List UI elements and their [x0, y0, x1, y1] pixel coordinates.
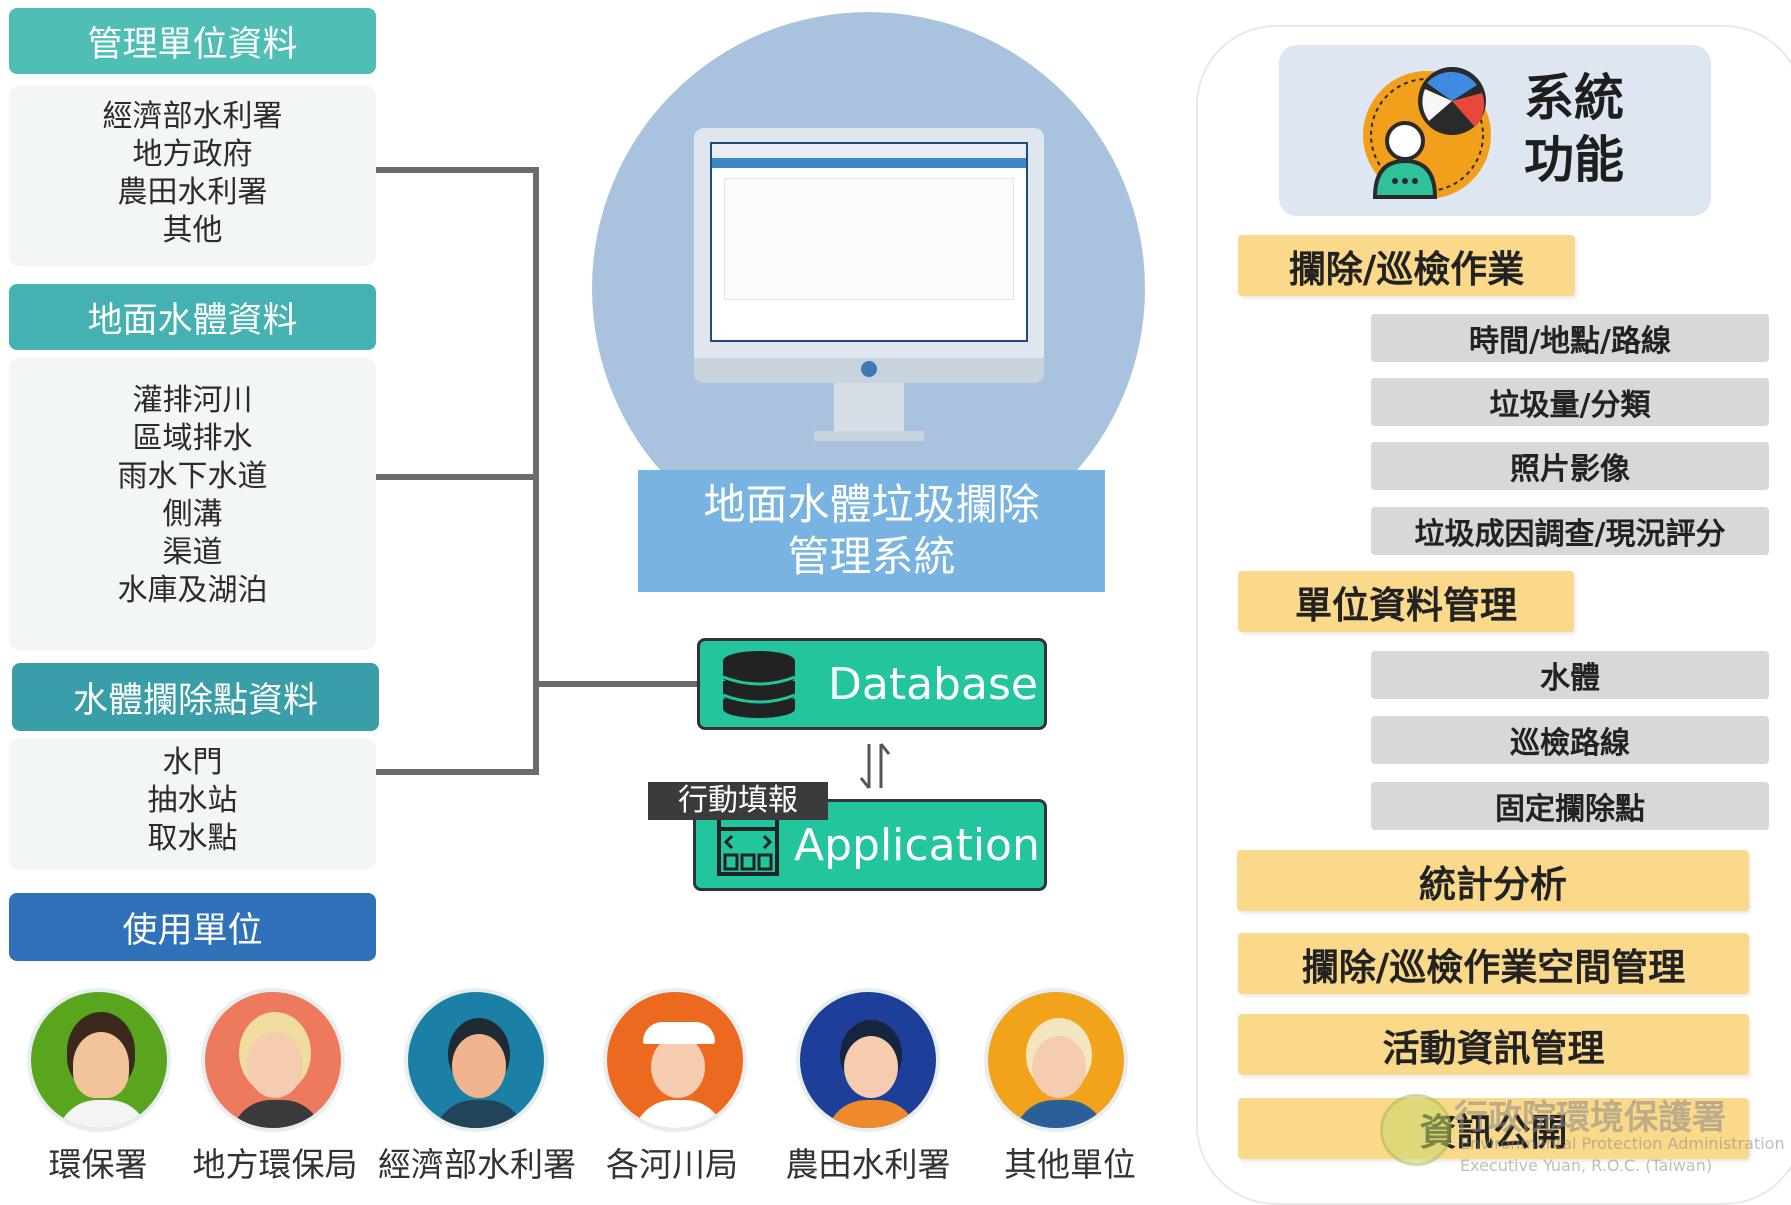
function-subitem: 巡檢路線	[1371, 716, 1769, 764]
users-header: 使用單位	[9, 893, 376, 961]
functions-title-box: 系統 功能	[1279, 45, 1711, 216]
interception-item: 抽水站	[147, 783, 238, 818]
watermark-line3: Executive Yuan, R.O.C. (Taiwan)	[1460, 1156, 1713, 1175]
user-label: 環保署	[48, 1145, 148, 1184]
function-spatial-management: 攔除/巡檢作業空間管理	[1238, 933, 1749, 994]
captain-avatar-icon	[651, 1036, 705, 1098]
user-label: 各河川局	[606, 1145, 738, 1184]
function-subitem: 照片影像	[1371, 442, 1769, 490]
database-label: Database	[828, 658, 1038, 710]
connector-line	[533, 167, 539, 775]
gear-user-chart-icon	[1363, 67, 1491, 199]
database-box: Database	[697, 638, 1047, 730]
surface-water-item: 側溝	[162, 497, 223, 532]
functions-title-line2: 功能	[1524, 131, 1624, 189]
management-item: 地方政府	[132, 137, 253, 172]
connector-line	[533, 681, 697, 687]
connector-line	[376, 769, 539, 775]
function-subitem: 固定攔除點	[1371, 782, 1769, 830]
function-subitem: 垃圾成因調查/現況評分	[1371, 507, 1769, 555]
man-headset-avatar-icon	[452, 1034, 506, 1098]
user-label: 地方環保局	[192, 1145, 358, 1184]
users-row: 環保署 地方環保局 經濟部水利署 各河川局 農田水利署 其他單位	[0, 982, 1160, 1184]
management-header: 管理單位資料	[9, 8, 376, 74]
surface-water-item: 水庫及湖泊	[117, 573, 268, 608]
functions-title: 系統 功能	[1524, 67, 1624, 191]
user-avatar	[27, 988, 171, 1132]
application-label: Application	[794, 819, 1040, 871]
system-title-line1: 地面水體垃圾攔除	[703, 480, 1040, 529]
function-statistics: 統計分析	[1237, 850, 1749, 911]
system-title-box: 地面水體垃圾攔除 管理系統	[638, 470, 1105, 592]
epa-logo-icon	[1380, 1094, 1452, 1166]
user-label: 農田水利署	[785, 1145, 951, 1184]
functions-title-line1: 系統	[1524, 69, 1624, 127]
function-subitem: 時間/地點/路線	[1371, 314, 1769, 362]
surface-water-header: 地面水體資料	[9, 284, 376, 350]
user-label: 經濟部水利署	[378, 1145, 576, 1184]
surface-water-item: 渠道	[162, 535, 223, 570]
function-subitem: 垃圾量/分類	[1371, 378, 1769, 426]
monitor-icon	[694, 128, 1044, 448]
function-activity-management: 活動資訊管理	[1238, 1014, 1749, 1075]
watermark-line1: 行政院環境保護署	[1454, 1098, 1726, 1138]
function-intercept-inspection: 攔除/巡檢作業	[1238, 235, 1575, 296]
mobile-report-tag: 行動填報	[648, 782, 828, 820]
watermark-line2: Environmental Protection Administration	[1460, 1134, 1785, 1153]
worker-avatar-icon	[844, 1036, 898, 1098]
user-avatar	[796, 988, 940, 1132]
system-title-line2: 管理系統	[787, 532, 956, 581]
sync-arrows-icon	[859, 743, 891, 789]
user-avatar	[201, 988, 345, 1132]
woman-doctor-avatar-icon	[73, 1032, 129, 1098]
management-item: 其他	[162, 213, 223, 248]
interception-item: 取水點	[147, 821, 238, 856]
user-label: 其他單位	[1004, 1145, 1136, 1184]
surface-water-item: 灌排河川	[132, 383, 253, 418]
connector-line	[376, 474, 539, 480]
woman-glasses-avatar-icon	[247, 1032, 303, 1098]
management-item: 經濟部水利署	[102, 99, 283, 134]
blonde-avatar-icon	[1032, 1036, 1086, 1098]
management-item: 農田水利署	[117, 175, 268, 210]
function-subitem: 水體	[1371, 651, 1769, 699]
interception-items: 水門 抽水站 取水點	[9, 738, 376, 870]
power-dot-icon	[861, 361, 877, 377]
surface-water-item: 區域排水	[132, 421, 253, 456]
app-window-icon	[717, 814, 779, 876]
surface-water-items: 灌排河川 區域排水 雨水下水道 側溝 渠道 水庫及湖泊	[9, 358, 376, 650]
user-avatar	[984, 988, 1128, 1132]
interception-header: 水體攔除點資料	[12, 663, 379, 731]
user-avatar	[603, 988, 747, 1132]
interception-item: 水門	[162, 745, 223, 780]
connector-line	[376, 167, 539, 173]
function-unit-data: 單位資料管理	[1238, 571, 1574, 632]
management-items: 經濟部水利署 地方政府 農田水利署 其他	[9, 86, 376, 266]
user-avatar	[404, 988, 548, 1132]
epa-watermark: 行政院環境保護署 Environmental Protection Admini…	[1378, 1092, 1791, 1178]
surface-water-item: 雨水下水道	[117, 459, 268, 494]
database-icon	[722, 651, 796, 718]
